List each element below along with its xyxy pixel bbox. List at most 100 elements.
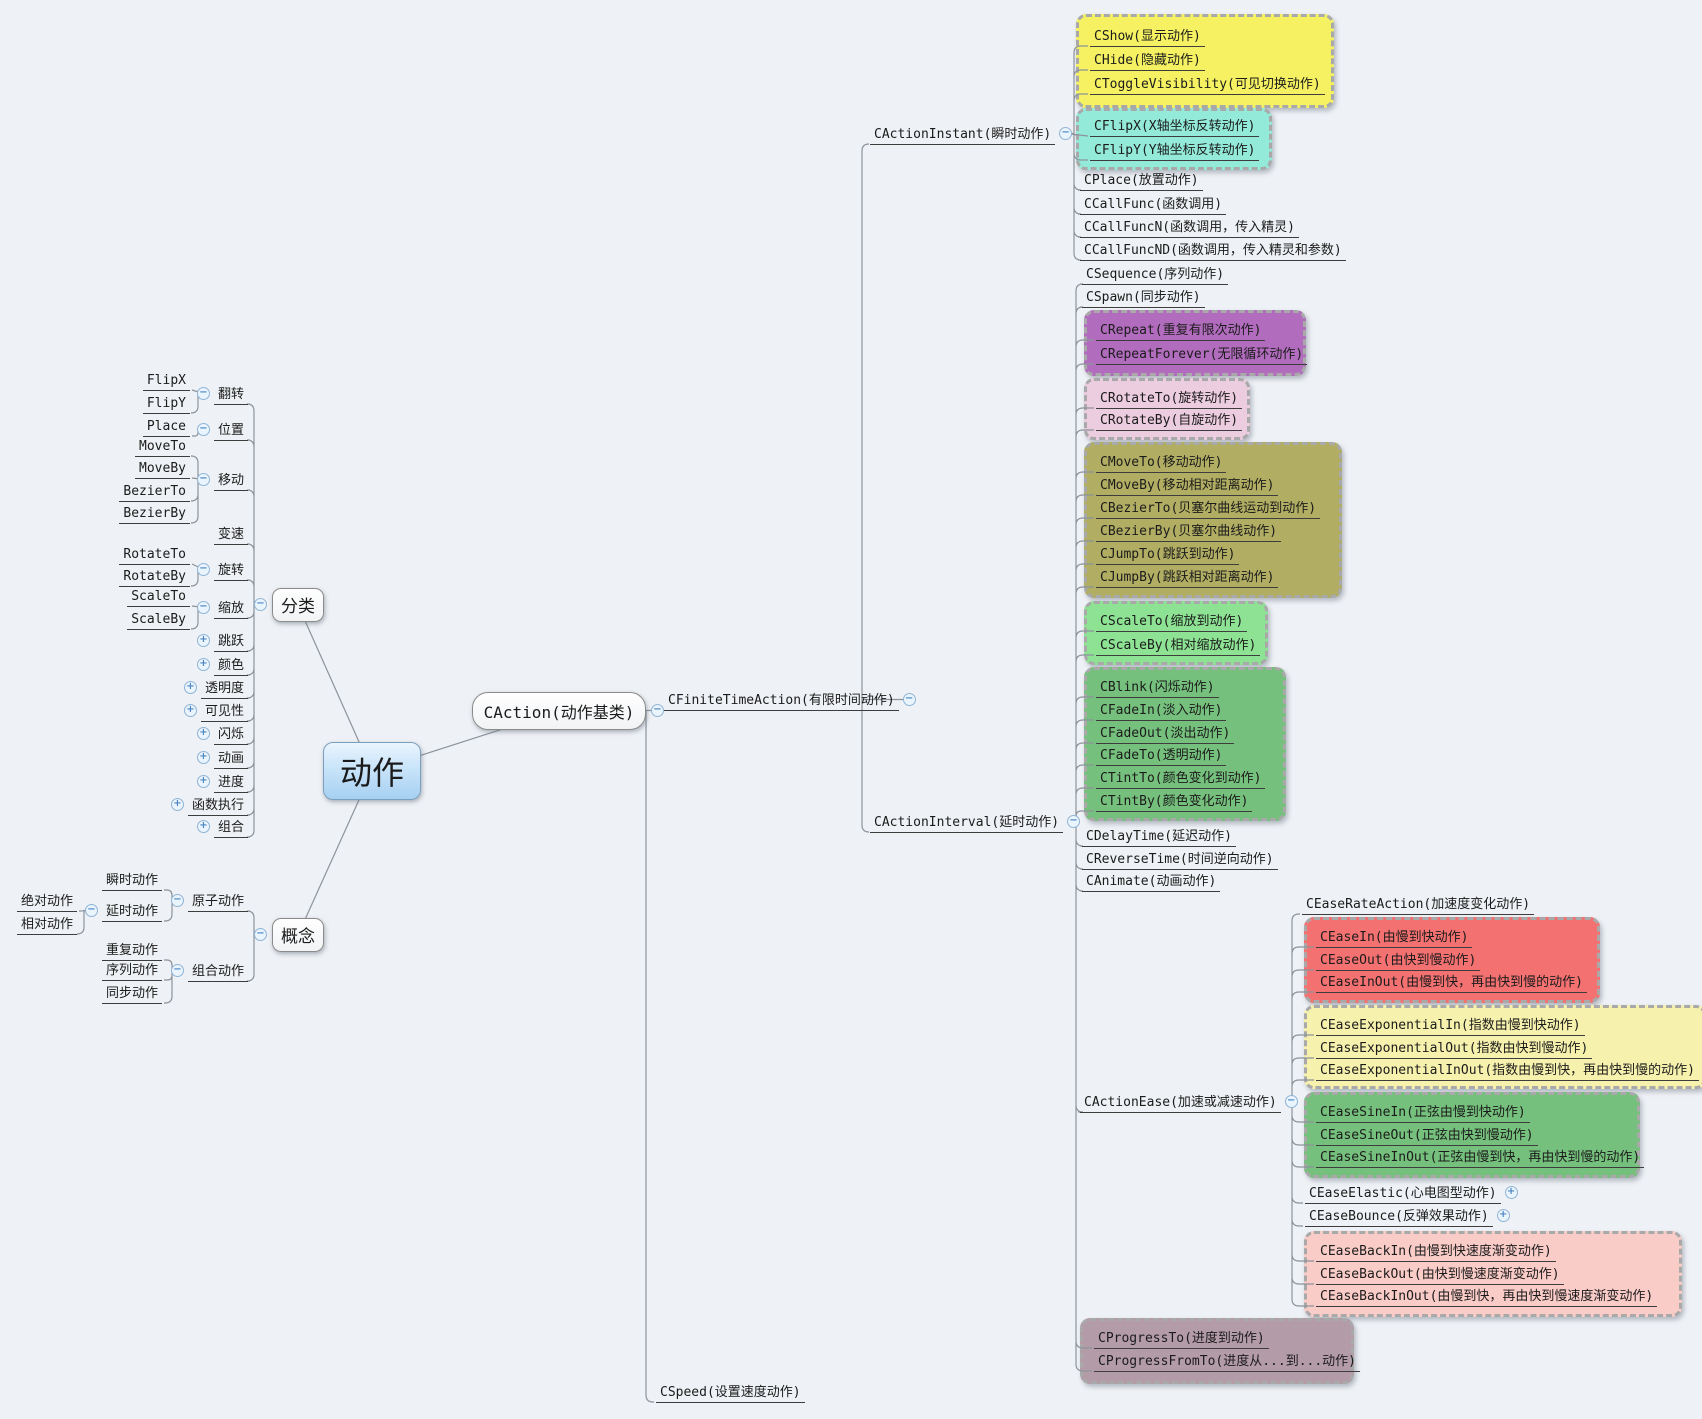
node-ceasebounce[interactable]: CEaseBounce(反弹效果动作) +	[1305, 1204, 1510, 1227]
node-cactioninterval[interactable]: CActionInterval(延时动作) −	[870, 810, 1081, 833]
node-cactioninstant[interactable]: CActionInstant(瞬时动作) −	[870, 122, 1073, 145]
node-atomic-action[interactable]: − 原子动作	[170, 889, 248, 912]
node-color-category[interactable]: + 颜色	[196, 653, 248, 676]
node-ctintby[interactable]: CTintBy(颜色变化动作)	[1096, 789, 1253, 812]
node-spawn-action[interactable]: 同步动作	[101, 981, 162, 1004]
node-rotateto[interactable]: RotateTo	[119, 546, 190, 565]
expand-icon[interactable]: +	[1504, 1186, 1518, 1199]
collapse-icon[interactable]: −	[902, 693, 916, 706]
expand-icon[interactable]: +	[196, 775, 210, 788]
node-cfadein[interactable]: CFadeIn(淡入动作)	[1096, 698, 1227, 721]
collapse-icon[interactable]: −	[1059, 127, 1073, 140]
node-ceaseexponentialin[interactable]: CEaseExponentialIn(指数由慢到快动作)	[1316, 1013, 1585, 1036]
node-delayed-action[interactable]: − 延时动作	[84, 899, 162, 922]
node-progress-category[interactable]: + 进度	[196, 770, 248, 793]
node-moveby[interactable]: MoveBy	[135, 460, 190, 479]
node-ceasesineinout[interactable]: CEaseSineInOut(正弦由慢到快，再由快到慢的动作)	[1316, 1145, 1645, 1168]
node-ccallfuncn[interactable]: CCallFuncN(函数调用，传入精灵)	[1080, 215, 1299, 238]
node-cfadeout[interactable]: CFadeOut(淡出动作)	[1096, 721, 1235, 744]
node-cbezierto[interactable]: CBezierTo(贝塞尔曲线运动到动作)	[1096, 496, 1321, 519]
node-flip-category[interactable]: − 翻转	[196, 382, 248, 405]
node-crepeatforever[interactable]: CRepeatForever(无限循环动作)	[1096, 342, 1308, 365]
node-cprogressfromto[interactable]: CProgressFromTo(进度从...到...动作)	[1094, 1349, 1361, 1372]
node-position-category[interactable]: − 位置	[196, 418, 248, 441]
node-blink-category[interactable]: + 闪烁	[196, 722, 248, 745]
node-ceasein[interactable]: CEaseIn(由慢到快动作)	[1316, 925, 1473, 948]
collapse-icon[interactable]: −	[1067, 815, 1081, 828]
group-ease-sine[interactable]	[1304, 1092, 1640, 1178]
node-cprogressto[interactable]: CProgressTo(进度到动作)	[1094, 1326, 1269, 1349]
node-cblink[interactable]: CBlink(闪烁动作)	[1096, 675, 1219, 698]
node-crotateby[interactable]: CRotateBy(自旋动作)	[1096, 408, 1243, 431]
node-concept[interactable]: 概念 −	[254, 918, 324, 952]
node-ceasebackout[interactable]: CEaseBackOut(由快到慢速度渐变动作)	[1316, 1262, 1564, 1285]
node-bezierto[interactable]: BezierTo	[119, 483, 190, 502]
node-canimate[interactable]: CAnimate(动画动作)	[1082, 869, 1221, 892]
node-scale-category[interactable]: − 缩放	[196, 596, 248, 619]
collapse-icon[interactable]: −	[170, 964, 184, 977]
node-cflipy[interactable]: CFlipY(Y轴坐标反转动作)	[1090, 138, 1260, 161]
node-jump-category[interactable]: + 跳跃	[196, 629, 248, 652]
node-cmoveto[interactable]: CMoveTo(移动动作)	[1096, 450, 1227, 473]
node-animation-category[interactable]: + 动画	[196, 746, 248, 769]
expand-icon[interactable]: +	[170, 798, 184, 811]
collapse-icon[interactable]: −	[196, 563, 210, 576]
node-combine-category[interactable]: + 组合	[196, 815, 248, 838]
node-ctogglevisibility[interactable]: CToggleVisibility(可见切换动作)	[1090, 72, 1325, 95]
node-ccallfunc[interactable]: CCallFunc(函数调用)	[1080, 192, 1227, 215]
node-cbezierby[interactable]: CBezierBy(贝塞尔曲线动作)	[1096, 519, 1282, 542]
node-ceaseinout[interactable]: CEaseInOut(由慢到快，再由快到慢的动作)	[1316, 970, 1587, 993]
expand-icon[interactable]: +	[183, 681, 197, 694]
node-cscaleto[interactable]: CScaleTo(缩放到动作)	[1096, 609, 1248, 632]
node-scaleto[interactable]: ScaleTo	[127, 588, 190, 607]
node-flipy[interactable]: FlipY	[142, 395, 190, 414]
node-ceasesinein[interactable]: CEaseSineIn(正弦由慢到快动作)	[1316, 1100, 1530, 1123]
group-ease-back[interactable]	[1304, 1231, 1682, 1317]
node-cdelaytime[interactable]: CDelayTime(延迟动作)	[1082, 824, 1236, 847]
node-rotate-category[interactable]: − 旋转	[196, 558, 248, 581]
collapse-icon[interactable]: −	[84, 904, 98, 917]
node-cplace[interactable]: CPlace(放置动作)	[1080, 168, 1203, 191]
node-ceaserateaction[interactable]: CEaseRateAction(加速度变化动作)	[1302, 892, 1535, 915]
node-cspeed[interactable]: CSpeed(设置速度动作)	[656, 1380, 805, 1403]
node-flipx[interactable]: FlipX	[142, 372, 190, 391]
node-ceaseexponentialinout[interactable]: CEaseExponentialInOut(指数由慢到快，再由快到慢的动作)	[1316, 1058, 1700, 1081]
node-visibility-category[interactable]: + 可见性	[183, 699, 248, 722]
node-cflipx[interactable]: CFlipX(X轴坐标反转动作)	[1090, 114, 1260, 137]
collapse-icon[interactable]: −	[651, 704, 664, 717]
expand-icon[interactable]: +	[196, 634, 210, 647]
collapse-icon[interactable]: −	[196, 601, 210, 614]
node-speedchange-category[interactable]: 变速	[213, 522, 248, 545]
node-cjumpby[interactable]: CJumpBy(跳跃相对距离动作)	[1096, 565, 1279, 588]
collapse-icon[interactable]: −	[1284, 1095, 1298, 1108]
node-crotateto[interactable]: CRotateTo(旋转动作)	[1096, 386, 1243, 409]
node-cspawn[interactable]: CSpawn(同步动作)	[1082, 285, 1205, 308]
node-cactionease[interactable]: CActionEase(加速或减速动作) −	[1080, 1090, 1298, 1113]
node-moveto[interactable]: MoveTo	[135, 438, 190, 457]
node-cscaleby[interactable]: CScaleBy(相对缩放动作)	[1096, 633, 1261, 656]
node-absolute-action[interactable]: 绝对动作	[16, 889, 77, 912]
expand-icon[interactable]: +	[196, 820, 210, 833]
expand-icon[interactable]: +	[196, 727, 210, 740]
node-crepeat[interactable]: CRepeat(重复有限次动作)	[1096, 318, 1266, 341]
group-ease-basic[interactable]	[1304, 917, 1600, 1003]
collapse-icon[interactable]: −	[196, 387, 210, 400]
node-sequence-action[interactable]: 序列动作	[101, 958, 162, 981]
collapse-icon[interactable]: −	[254, 928, 267, 941]
node-scaleby[interactable]: ScaleBy	[127, 611, 190, 630]
expand-icon[interactable]: +	[183, 704, 197, 717]
central-topic[interactable]: 动作	[323, 742, 421, 800]
node-ctintto[interactable]: CTintTo(颜色变化到动作)	[1096, 766, 1266, 789]
node-ceaseout[interactable]: CEaseOut(由快到慢动作)	[1316, 948, 1481, 971]
collapse-icon[interactable]: −	[254, 598, 267, 611]
node-ccallfuncnd[interactable]: CCallFuncND(函数调用，传入精灵和参数)	[1080, 238, 1346, 261]
node-csequence[interactable]: CSequence(序列动作)	[1082, 262, 1229, 285]
node-caction[interactable]: CAction(动作基类) −	[472, 692, 664, 730]
node-cmoveby[interactable]: CMoveBy(移动相对距离动作)	[1096, 473, 1279, 496]
node-ceaseelastic[interactable]: CEaseElastic(心电图型动作) +	[1305, 1181, 1518, 1204]
node-instant-action[interactable]: 瞬时动作	[101, 868, 162, 891]
node-function-category[interactable]: + 函数执行	[170, 793, 248, 816]
node-cshow[interactable]: CShow(显示动作)	[1090, 24, 1205, 47]
node-chide[interactable]: CHide(隐藏动作)	[1090, 48, 1205, 71]
node-ceaseexponentialout[interactable]: CEaseExponentialOut(指数由快到慢动作)	[1316, 1036, 1593, 1059]
